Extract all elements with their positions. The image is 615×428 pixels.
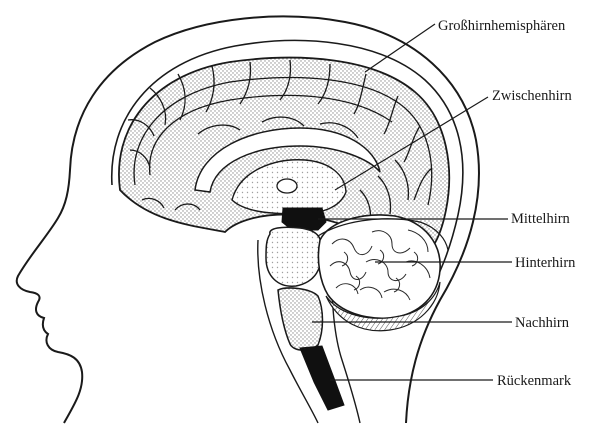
- label-medulla: Nachhirn: [515, 315, 570, 331]
- label-cerebrum: Großhirnhemisphären: [438, 18, 566, 34]
- pons-region: [266, 227, 322, 286]
- label-diencephalon: Zwischenhirn: [492, 88, 572, 104]
- leader-cerebrum: [365, 24, 435, 72]
- thalamic-adhesion: [277, 179, 297, 193]
- medulla-region: [278, 288, 323, 350]
- label-midbrain: Mittelhirn: [511, 211, 571, 227]
- label-hindbrain: Hinterhirn: [515, 255, 576, 271]
- label-spinal-cord: Rückenmark: [497, 373, 572, 389]
